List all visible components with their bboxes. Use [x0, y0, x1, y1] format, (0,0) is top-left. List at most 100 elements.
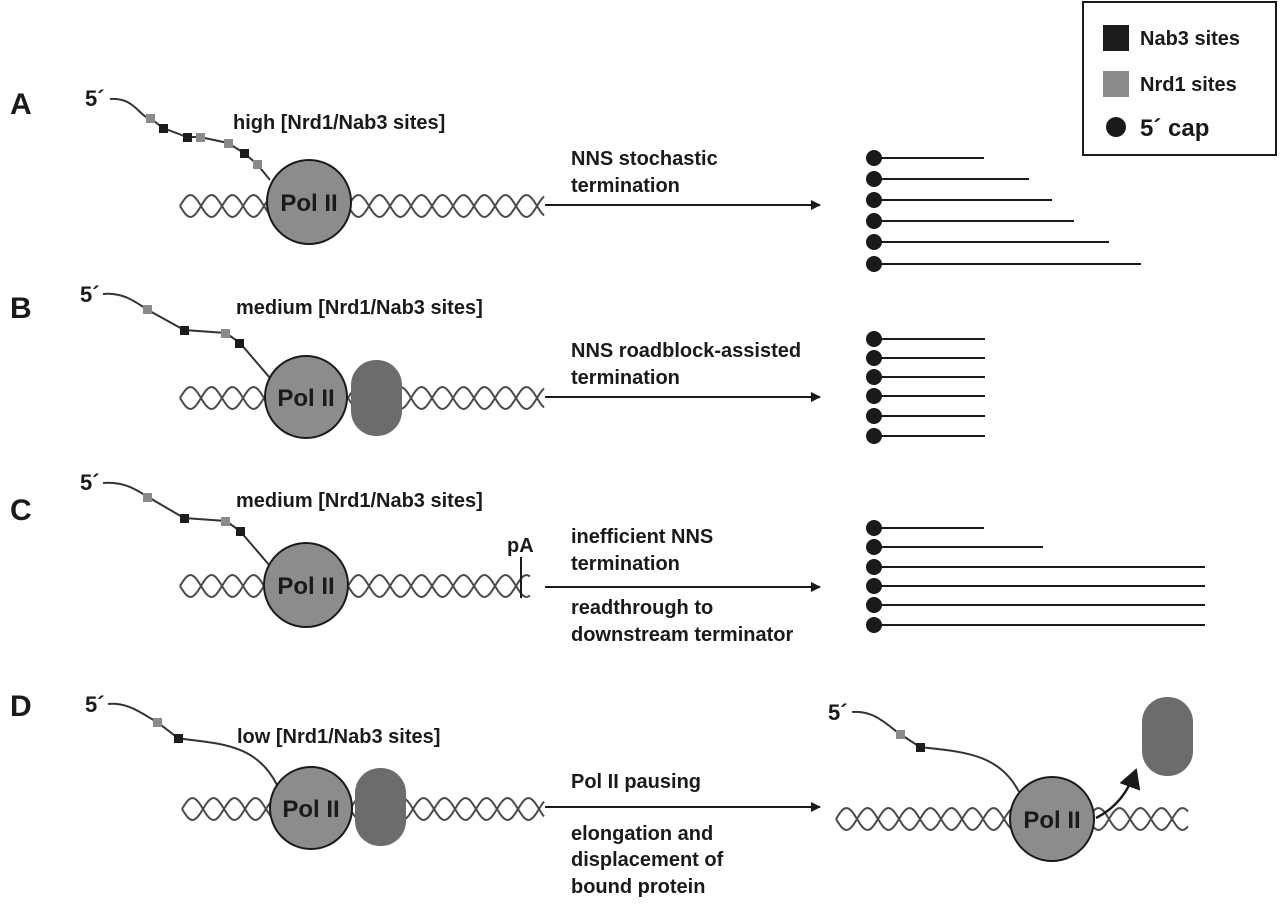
panel-c-nab3-site	[180, 514, 189, 523]
panel-c-rna-strand	[102, 481, 271, 567]
panel-b-nrd1-site	[143, 305, 152, 314]
panel-c: C 5´ medium [Nrd1/Nab3 sites] pA Pol II …	[10, 470, 1205, 646]
panel-c-nrd1-site	[143, 493, 152, 502]
panel-a-nrd1-site	[224, 139, 233, 148]
transcript	[866, 597, 1205, 613]
panel-c-pol2	[263, 542, 349, 628]
panel-b-pol2-label: Pol II	[277, 385, 334, 412]
panel-a-nrd1-site	[146, 114, 155, 123]
transcript	[866, 388, 985, 404]
panel-c-arrow-text: termination	[571, 553, 680, 575]
legend-nrd1-label: Nrd1 sites	[1140, 74, 1237, 96]
panel-d-displacement-arrow	[1095, 768, 1141, 820]
panel-c-arrow-text: inefficient NNS	[571, 526, 713, 548]
transcript	[866, 408, 985, 424]
panel-d-letter: D	[10, 690, 32, 723]
legend-cap-label: 5´ cap	[1140, 115, 1209, 142]
panel-a-letter: A	[10, 88, 32, 121]
panel-b-letter: B	[10, 292, 32, 325]
panel-a-nrd1-site	[253, 160, 262, 169]
legend-nab3-label: Nab3 sites	[1140, 28, 1240, 50]
panel-a-dna-helix	[179, 193, 545, 219]
panel-c-pol2-label: Pol II	[277, 573, 334, 600]
transcript	[866, 171, 1029, 187]
panel-c-pa-site-label: pA	[507, 535, 534, 557]
panel-b-arrow-text: termination	[571, 367, 680, 389]
panel-d-displaced-protein	[1142, 697, 1193, 776]
legend-cap-dot	[1106, 117, 1126, 137]
transcript	[866, 213, 1074, 229]
transcript	[866, 559, 1205, 575]
panel-c-five-prime: 5´	[80, 470, 100, 495]
transcript	[866, 539, 1043, 555]
panel-b-nab3-site	[180, 326, 189, 335]
transcript	[866, 350, 985, 366]
transcript	[866, 192, 1052, 208]
transcript	[866, 150, 984, 166]
transcript	[866, 617, 1205, 633]
panel-a-density-label: high [Nrd1/Nab3 sites]	[233, 112, 445, 134]
panel-c-arrow-text-below: readthrough to	[571, 597, 713, 619]
panel-d-arrow-text-below: displacement of	[571, 849, 724, 871]
panel-d-result-pol2	[1009, 776, 1095, 862]
panel-c-density-label: medium [Nrd1/Nab3 sites]	[236, 490, 483, 512]
panel-a: A 5´ high [Nrd1/Nab3 sites] Pol II NNS s…	[10, 86, 1141, 272]
panel-b-roadblock-protein	[351, 360, 402, 436]
panel-d-nrd1-site	[153, 718, 162, 727]
panel-d-arrow-text: Pol II pausing	[571, 771, 701, 793]
panel-a-pol2-label: Pol II	[280, 190, 337, 217]
dna-strand	[179, 573, 531, 599]
panel-a-five-prime: 5´	[85, 86, 105, 111]
panel-b-density-label: medium [Nrd1/Nab3 sites]	[236, 297, 483, 319]
panel-d-result-pol2-label: Pol II	[1023, 807, 1080, 834]
transcript	[866, 520, 984, 536]
panel-a-nrd1-site	[196, 133, 205, 142]
legend-nab3-swatch	[1103, 25, 1129, 51]
panel-a-nab3-site	[183, 133, 192, 142]
transcript	[866, 234, 1109, 250]
panel-c-nab3-site	[236, 527, 245, 536]
panel-d-result-rna-strand	[851, 710, 1021, 795]
panel-b-nab3-site	[235, 339, 244, 348]
panel-d: D 5´ low [Nrd1/Nab3 sites] Pol II Pol II…	[10, 690, 1193, 898]
panel-c-transcripts	[866, 520, 1205, 633]
panel-a-arrow-text: termination	[571, 175, 680, 197]
panel-a-nab3-site	[159, 124, 168, 133]
transcript	[866, 369, 985, 385]
panel-d-pol2-label: Pol II	[282, 796, 339, 823]
dna-strand	[179, 193, 545, 219]
legend: Nab3 sites Nrd1 sites 5´ cap	[1082, 1, 1277, 156]
panel-d-five-prime: 5´	[85, 692, 105, 717]
transcript	[866, 256, 1141, 272]
panel-b-arrow-text: NNS roadblock-assisted	[571, 340, 801, 362]
transcript	[866, 331, 985, 347]
dna-strand	[179, 573, 531, 599]
panel-b: B 5´ medium [Nrd1/Nab3 sites] Pol II NNS…	[10, 282, 985, 444]
panel-d-result-nrd1-site	[896, 730, 905, 739]
panel-d-arrow-text-below: bound protein	[571, 876, 705, 898]
panel-b-five-prime: 5´	[80, 282, 100, 307]
panel-d-result-five-prime: 5´	[828, 700, 848, 725]
panel-a-nab3-site	[240, 149, 249, 158]
transcript	[866, 428, 985, 444]
panel-c-arrow-text-below: downstream terminator	[571, 624, 793, 646]
panel-d-nab3-site	[174, 734, 183, 743]
transcript	[866, 578, 1205, 594]
panel-d-result-nab3-site	[916, 743, 925, 752]
dna-strand	[179, 193, 545, 219]
panel-a-transcripts	[866, 150, 1141, 272]
panel-b-pol2	[264, 355, 348, 439]
panel-b-transcripts	[866, 331, 985, 444]
panel-d-paused-protein	[355, 768, 406, 846]
panel-a-pol2	[266, 159, 352, 245]
panel-c-nrd1-site	[221, 517, 230, 526]
legend-nrd1-swatch	[1103, 71, 1129, 97]
panel-d-pol2	[269, 766, 353, 850]
panel-b-rna-strand	[102, 292, 271, 379]
panel-b-nrd1-site	[221, 329, 230, 338]
panel-d-arrow-text-below: elongation and	[571, 823, 713, 845]
panel-c-dna-helix	[179, 573, 531, 599]
panel-c-letter: C	[10, 494, 32, 527]
